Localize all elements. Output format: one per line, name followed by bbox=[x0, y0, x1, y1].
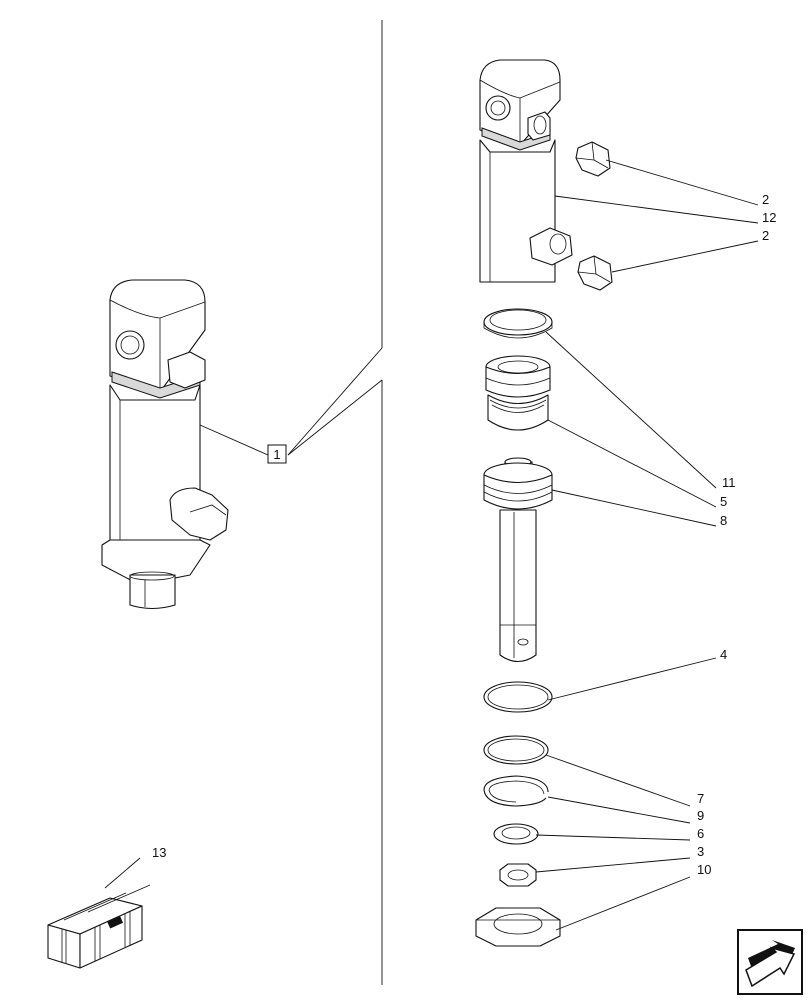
part-7-backup-ring bbox=[483, 735, 549, 765]
callout-labels: 2 12 2 11 5 8 4 7 9 6 3 10 13 bbox=[152, 192, 776, 877]
assembled-cylinder bbox=[101, 279, 229, 610]
leader-lines bbox=[104, 159, 759, 931]
wooden-crate-icon bbox=[47, 884, 151, 969]
callout-8: 8 bbox=[720, 513, 727, 528]
part-8-piston-rod bbox=[483, 457, 553, 663]
part-5-gland bbox=[485, 355, 551, 431]
callout-11: 11 bbox=[722, 475, 736, 490]
callout-10: 10 bbox=[697, 862, 711, 877]
callout-2-upper: 2 bbox=[762, 192, 769, 207]
part-11-ring bbox=[483, 308, 553, 339]
assembly-reference: 1 bbox=[199, 347, 383, 464]
callout-9: 9 bbox=[697, 808, 704, 823]
part-2-plug-upper bbox=[575, 141, 611, 177]
callout-7: 7 bbox=[697, 791, 704, 806]
next-page-arrow-icon[interactable] bbox=[737, 929, 803, 995]
callout-2-lower: 2 bbox=[762, 228, 769, 243]
part-10-lock-nut bbox=[475, 907, 561, 947]
callout-13: 13 bbox=[152, 845, 166, 860]
part-9-snap-ring bbox=[483, 775, 549, 807]
callout-3: 3 bbox=[697, 844, 704, 859]
part-4-oring bbox=[483, 681, 553, 713]
callout-5: 5 bbox=[720, 494, 727, 509]
assembly-ref-label: 1 bbox=[273, 447, 280, 462]
part-12-barrel bbox=[479, 59, 573, 283]
part-3-nut bbox=[499, 863, 537, 887]
part-2-plug-lower bbox=[577, 255, 613, 291]
callout-6: 6 bbox=[697, 826, 704, 841]
part-6-washer bbox=[493, 823, 539, 845]
callout-12: 12 bbox=[762, 210, 776, 225]
callout-4: 4 bbox=[720, 647, 727, 662]
